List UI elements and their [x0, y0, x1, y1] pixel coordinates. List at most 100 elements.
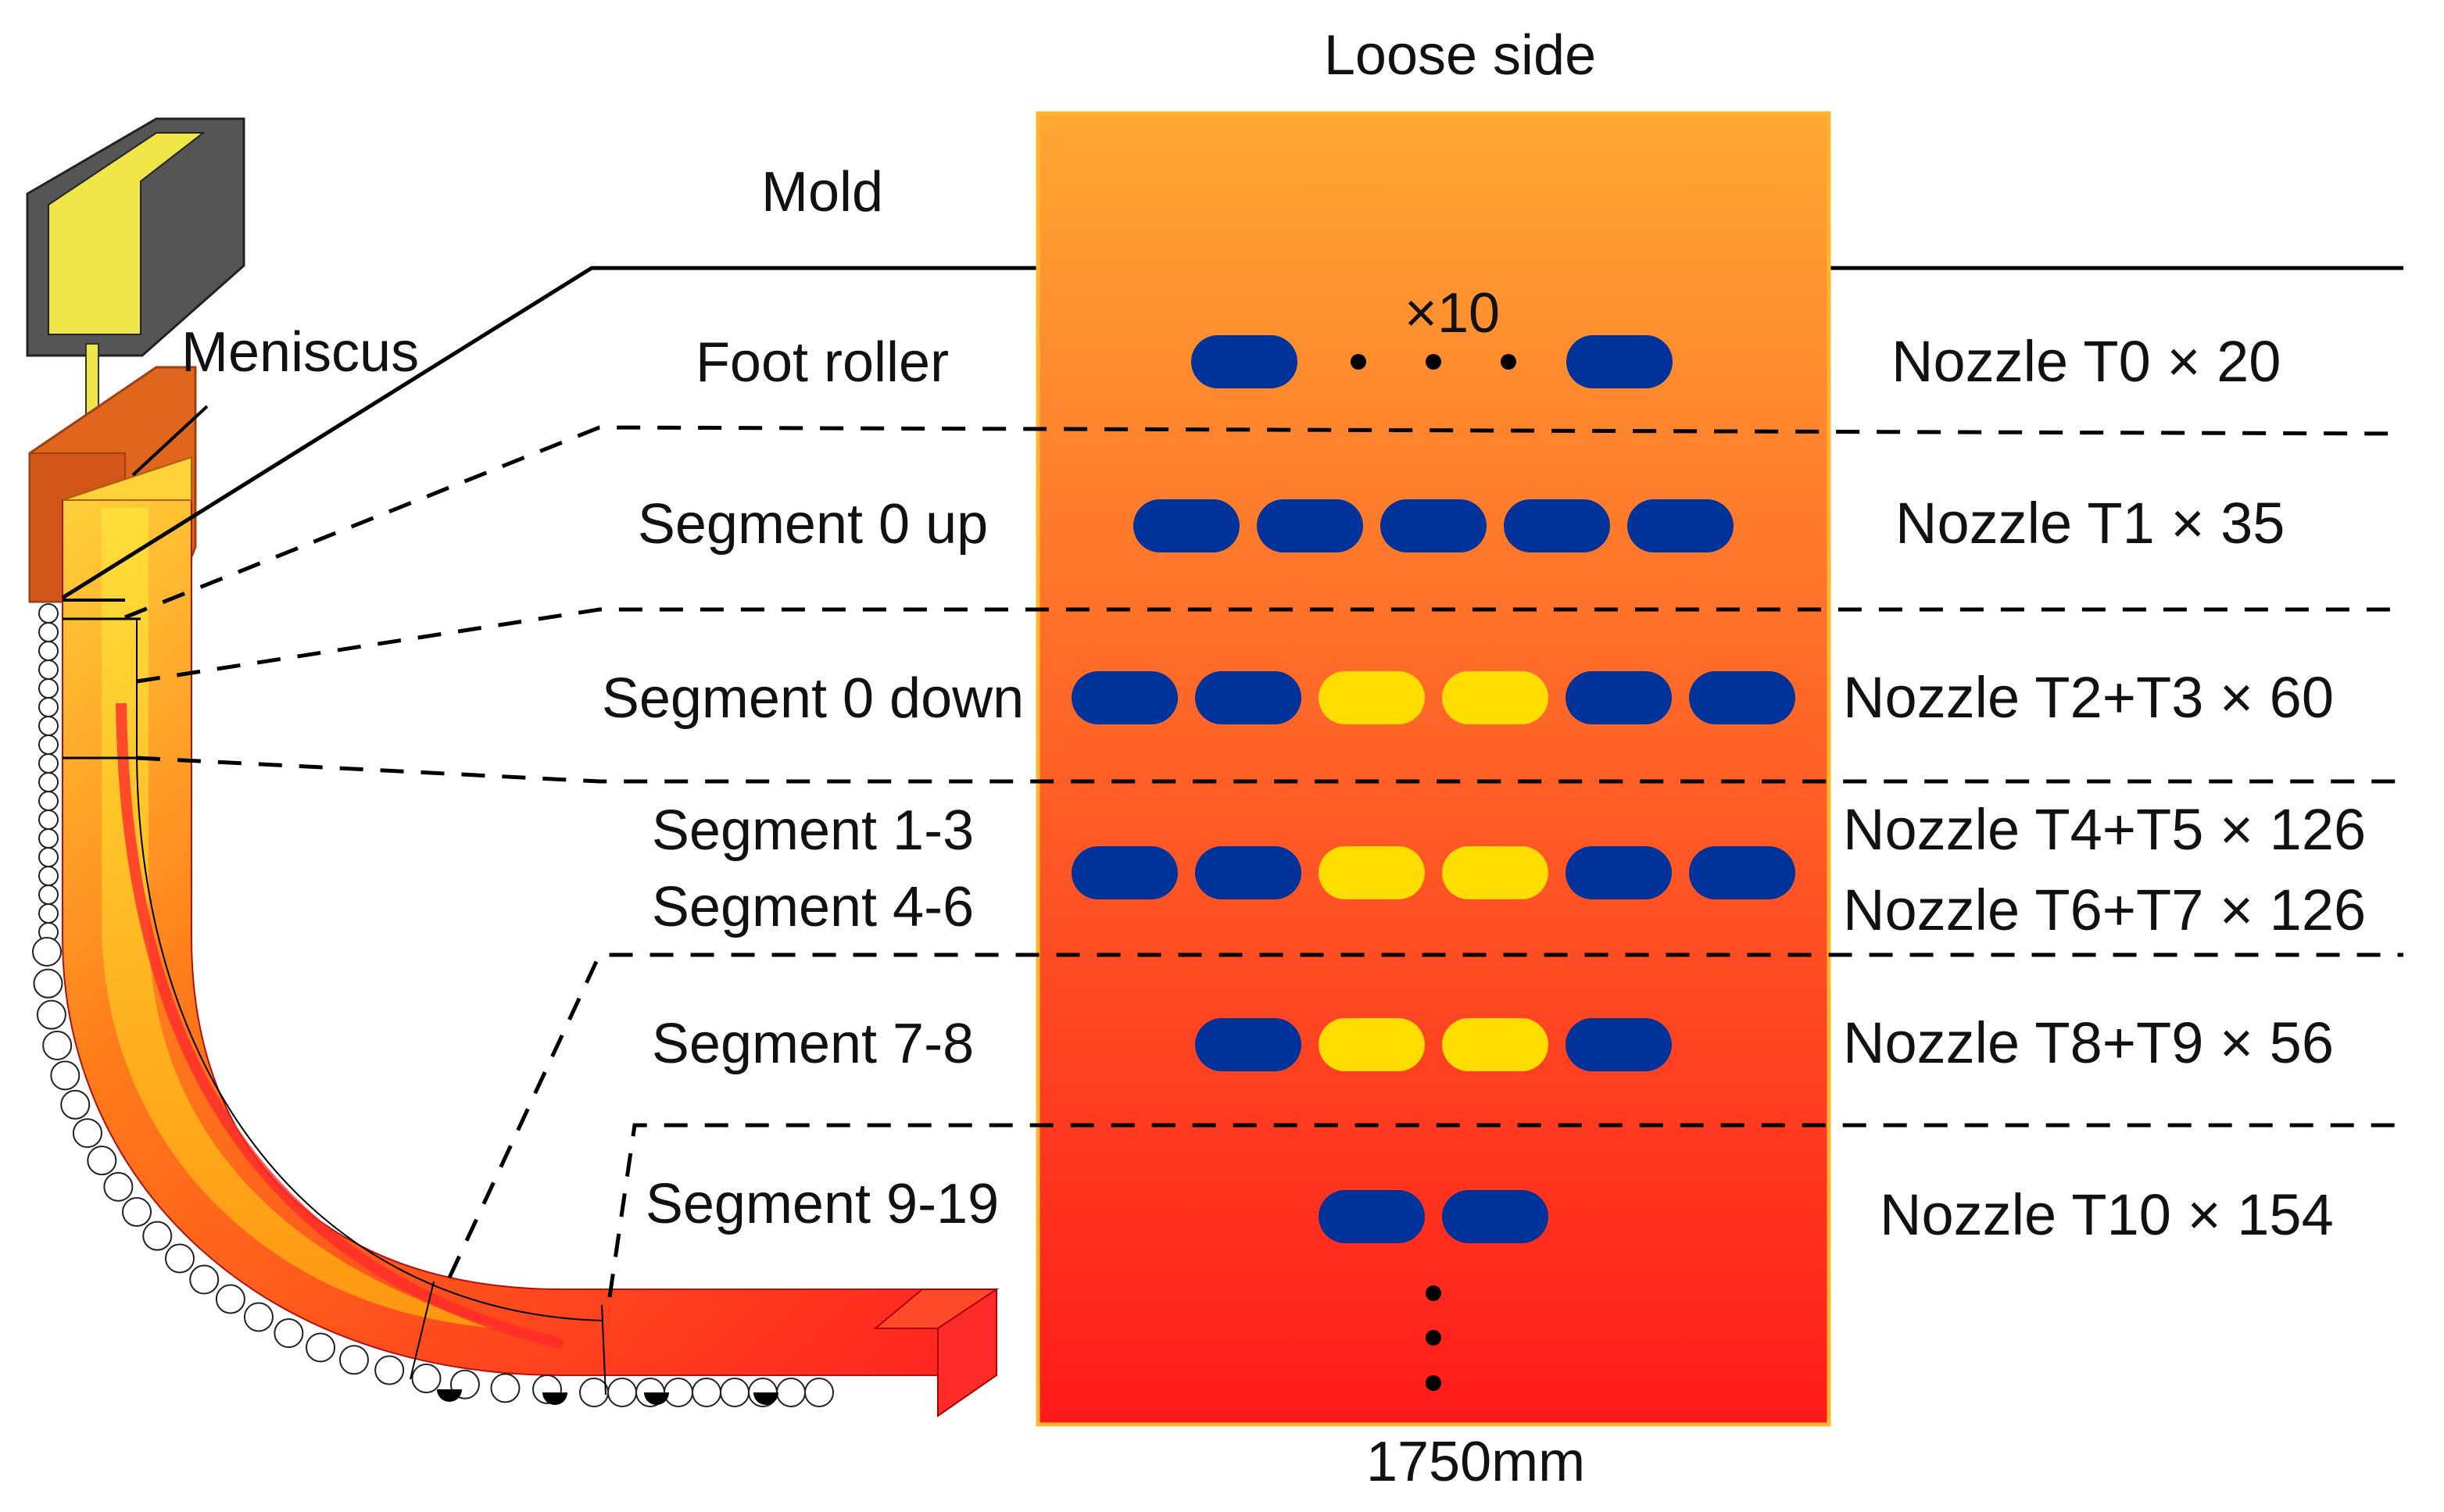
guide-roller	[38, 735, 59, 755]
guide-roller	[38, 622, 59, 642]
guide-roller	[122, 1197, 152, 1228]
boundary-line	[447, 953, 2403, 1279]
guide-roller	[411, 1364, 442, 1394]
guide-roller	[38, 772, 59, 792]
strand-marker-line	[410, 1281, 435, 1380]
meniscus-label: Meniscus	[181, 321, 419, 384]
guide-roller	[165, 1243, 195, 1274]
nozzle-blue	[1072, 846, 1178, 899]
guide-roller	[38, 716, 59, 736]
guide-roller	[142, 1221, 173, 1251]
nozzle-layer	[1072, 335, 1795, 1391]
guide-roller	[38, 678, 59, 699]
guide-roller	[38, 603, 59, 624]
guide-roller	[374, 1355, 405, 1385]
nozzle-yellow	[1442, 671, 1548, 724]
guide-roller	[38, 810, 59, 830]
guide-roller	[274, 1318, 304, 1349]
nozzle-blue	[1566, 335, 1673, 388]
liquid-core-shape	[102, 508, 500, 1328]
guide-roller	[72, 1118, 102, 1149]
nozzle-blue	[1566, 846, 1672, 899]
guide-roller	[33, 968, 63, 999]
guide-roller	[804, 1378, 834, 1407]
segment-label: Segment 0 up	[638, 493, 988, 556]
guide-roller	[36, 999, 66, 1030]
nozzle-yellow	[1319, 671, 1425, 724]
nozzle-blue	[1257, 499, 1363, 552]
guide-roller	[38, 659, 59, 680]
boundary-line	[136, 607, 2403, 684]
guide-roller	[339, 1345, 370, 1375]
nozzle-yellow	[1442, 1018, 1548, 1071]
segment-label: Segment 1-3	[652, 799, 974, 862]
guide-roller	[243, 1302, 274, 1332]
guide-roller	[306, 1332, 336, 1363]
nozzle-label: Nozzle T1 × 35	[1895, 491, 2285, 556]
nozzle-blue	[1566, 671, 1672, 724]
strand-marker-line	[136, 757, 603, 1321]
guide-roller	[38, 847, 59, 867]
guide-roller	[189, 1264, 220, 1295]
guide-roller	[720, 1378, 750, 1407]
guide-roller	[38, 828, 59, 849]
shell-band-shape	[116, 702, 564, 1349]
nozzle-label: Nozzle T4+T5 × 126	[1843, 797, 2366, 862]
nozzle-yellow	[1442, 846, 1548, 899]
boundary-line	[607, 1123, 2403, 1298]
ellipsis-dot	[1426, 1285, 1441, 1301]
guide-roller	[103, 1171, 134, 1202]
nozzle-blue	[1504, 499, 1610, 552]
ellipsis-dot	[1351, 354, 1366, 370]
guide-roller	[42, 1030, 73, 1060]
segment-label: Segment 0 down	[602, 667, 1024, 730]
nozzle-blue	[1195, 846, 1301, 899]
nozzle-blue	[1195, 671, 1301, 724]
nozzle-blue	[1133, 499, 1240, 552]
guide-roller	[692, 1378, 721, 1407]
nozzle-blue	[1195, 1018, 1301, 1071]
guide-roller	[50, 1060, 81, 1091]
guide-roller	[38, 753, 59, 774]
nozzle-label: Nozzle T2+T3 × 60	[1843, 665, 2334, 730]
ellipsis-dot	[1426, 1375, 1441, 1391]
guide-roller	[38, 866, 59, 886]
marked-roller	[437, 1389, 462, 1402]
nozzle-label: Nozzle T10 × 154	[1880, 1182, 2334, 1247]
marked-roller	[753, 1392, 778, 1405]
boundary-line	[136, 756, 2403, 784]
segment-label: Segment 9-19	[646, 1173, 999, 1235]
mold-label: Mold	[761, 161, 883, 223]
segment-boundaries	[124, 425, 2404, 1298]
nozzle-label: Nozzle T6+T7 × 126	[1843, 878, 2366, 942]
guide-roller	[215, 1284, 245, 1314]
nozzle-blue	[1191, 335, 1297, 388]
nozzle-blue	[1689, 671, 1795, 724]
guide-roller	[38, 903, 59, 924]
nozzle-label: Nozzle T8+T9 × 56	[1843, 1010, 2334, 1075]
guide-roller	[776, 1378, 806, 1407]
nozzle-blue	[1072, 671, 1178, 724]
guide-roller	[607, 1378, 637, 1407]
guide-roller	[579, 1378, 609, 1407]
segment-labels: Foot roller Segment 0 up Segment 0 down …	[602, 331, 1024, 1235]
nozzle-yellow	[1319, 1018, 1425, 1071]
segment-label: Segment 7-8	[652, 1013, 974, 1075]
guide-roller	[38, 885, 59, 905]
guide-roller	[38, 791, 59, 811]
width-label: 1750mm	[1366, 1431, 1585, 1493]
guide-roller	[87, 1146, 117, 1176]
nozzle-blue	[1689, 846, 1795, 899]
nozzle-blue	[1380, 499, 1487, 552]
guide-roller	[60, 1089, 91, 1120]
tundish-fill-shape	[48, 132, 206, 335]
ellipsis-dot	[1426, 1330, 1441, 1346]
guide-roller	[38, 641, 59, 661]
marked-roller	[644, 1392, 669, 1405]
guide-roller	[490, 1373, 521, 1403]
nozzle-blue	[1566, 1018, 1672, 1071]
strand-outer-shape	[62, 499, 997, 1376]
ellipsis-dot	[1426, 354, 1441, 370]
caster-illustration	[26, 117, 1000, 1417]
